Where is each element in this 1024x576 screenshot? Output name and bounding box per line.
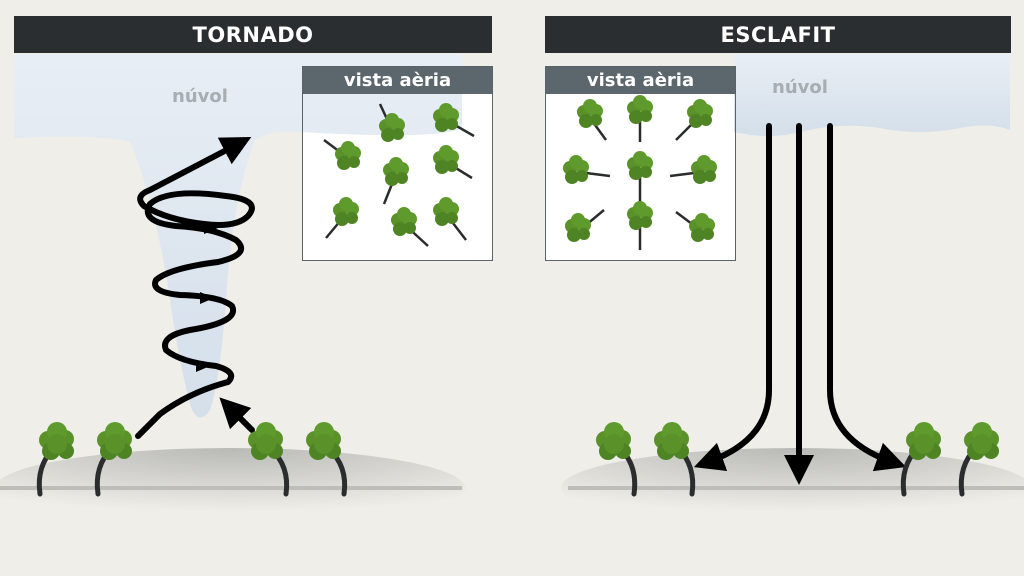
- aerial-tree: [563, 155, 611, 184]
- aerial-tree: [577, 99, 608, 141]
- tornado-aerial-inset: vista aèria: [302, 66, 493, 261]
- tornado-title: TORNADO: [192, 22, 314, 47]
- ground-line-left: [0, 486, 462, 490]
- tornado-header: TORNADO: [14, 16, 492, 53]
- tree-tornado-4: [306, 422, 348, 497]
- aerial-tree: [433, 103, 475, 138]
- tree-tornado-1: [36, 422, 74, 497]
- tornado-aerial-trees: [323, 103, 475, 247]
- aerial-tree: [323, 139, 361, 170]
- tornado-cloud-label: núvol: [172, 86, 228, 107]
- aerial-tree: [669, 155, 717, 184]
- tree-downburst-3: [900, 422, 941, 497]
- spiral-arrowhead-2: [200, 292, 214, 304]
- downburst-panel: [561, 54, 1024, 528]
- aerial-tree: [675, 211, 715, 242]
- tree-tornado-3: [248, 422, 290, 497]
- downburst-arrow-right: [827, 123, 907, 472]
- downburst-header: ESCLAFIT: [545, 16, 1011, 53]
- aerial-tree: [627, 201, 653, 250]
- tree-downburst-2: [654, 422, 696, 497]
- aerial-tree: [378, 103, 405, 142]
- tornado-inflow-arrow: [219, 397, 255, 433]
- aerial-tree: [325, 197, 359, 239]
- downburst-cloud-label: núvol: [772, 77, 828, 98]
- tornado-spiral-arrow: [135, 137, 255, 439]
- spiral-arrowhead-1: [196, 360, 210, 372]
- downburst-aerial-inset: vista aèria: [545, 66, 736, 261]
- tree-downburst-1: [596, 422, 638, 497]
- tree-tornado-2: [94, 422, 132, 497]
- tornado-inset-title: vista aèria: [303, 67, 492, 94]
- aerial-tree: [433, 145, 473, 180]
- downburst-inset-title: vista aèria: [546, 67, 735, 94]
- aerial-tree: [675, 99, 713, 141]
- ground-line-right: [568, 486, 1024, 490]
- downburst-arrow-left: [693, 123, 772, 472]
- tree-downburst-4: [958, 422, 999, 497]
- aerial-tree: [391, 207, 429, 247]
- downburst-title: ESCLAFIT: [720, 22, 836, 47]
- aerial-tree: [627, 151, 653, 202]
- aerial-tree: [433, 197, 467, 241]
- downburst-cloud: [734, 54, 1010, 136]
- spiral-arrowhead-3: [204, 222, 218, 234]
- aerial-tree: [627, 95, 653, 142]
- downburst-aerial-trees: [563, 95, 717, 250]
- aerial-tree: [565, 209, 605, 242]
- aerial-tree: [382, 157, 409, 205]
